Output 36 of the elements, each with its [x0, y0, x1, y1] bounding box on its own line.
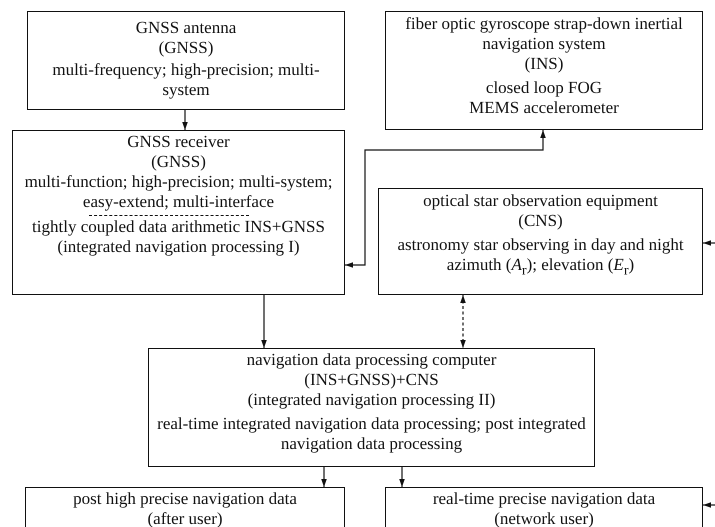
- process-box: [378, 188, 703, 295]
- arrow: [182, 110, 188, 130]
- box-text: real-time precise navigation data: [432, 489, 656, 509]
- box-text: tightly coupled data arithmetic INS+GNSS: [32, 217, 325, 237]
- box-text: fiber optic gyroscope strap-down inertial navigation system: [404, 14, 684, 54]
- box-text: MEMS accelerometer: [469, 98, 619, 118]
- arrow: [703, 502, 715, 508]
- box-text: (GNSS): [158, 38, 214, 58]
- box-text: easy-extend; multi-interface: [82, 192, 274, 212]
- arrow: [261, 295, 267, 348]
- process-box: [148, 348, 595, 467]
- box-text: azimuth (A$_{r}$); elevation (E$_{r}$): [446, 255, 634, 280]
- box-text: (GNSS): [151, 152, 206, 172]
- process-box: [385, 11, 703, 130]
- box-text: optical star observation equipment: [423, 191, 658, 211]
- box-text: real-time integrated navigation data processing; post integrated navigation data processing: [156, 414, 587, 454]
- box-text: GNSS antenna: [136, 18, 236, 38]
- box-text: post high precise navigation data: [73, 489, 297, 509]
- box-text: (INS): [524, 54, 564, 74]
- box-text: multi-function; high-precision; multi-system;: [24, 172, 332, 192]
- box-text: (integrated navigation processing I): [57, 237, 300, 257]
- box-text: (CNS): [518, 211, 563, 231]
- arrow: [399, 467, 405, 487]
- dashed-arrow: [460, 295, 466, 348]
- box-text: multi-frequency; high-precision; multi-system: [51, 60, 321, 100]
- process-box: [12, 130, 345, 295]
- arrow: [321, 467, 327, 487]
- box-text: astronomy star observing in day and night: [397, 235, 684, 255]
- box-text: closed loop FOG: [486, 78, 602, 98]
- arrow: [703, 240, 715, 246]
- process-box: [27, 11, 345, 110]
- box-text: GNSS receiver: [127, 132, 230, 152]
- arrow: [345, 130, 546, 268]
- box-text: navigation data processing computer: [246, 350, 496, 370]
- box-text: (integrated navigation processing II): [248, 390, 496, 410]
- box-text: (INS+GNSS)+CNS: [304, 370, 439, 390]
